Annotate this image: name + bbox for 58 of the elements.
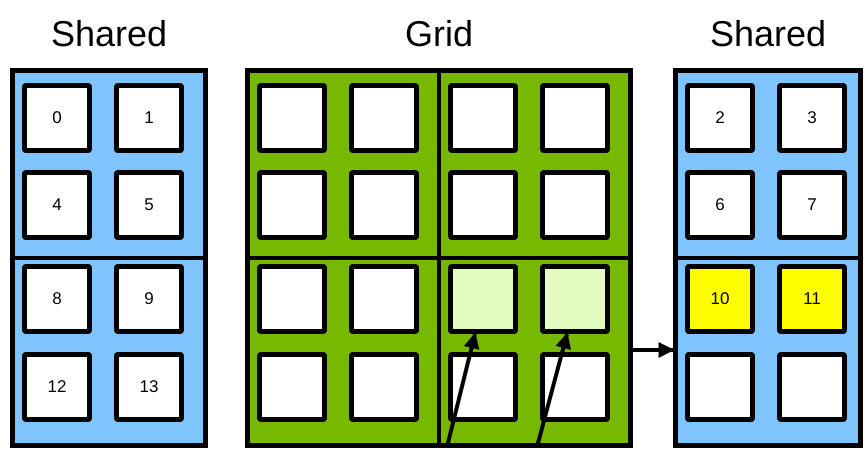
cell-number: 7 <box>807 195 817 215</box>
grid-quadrant <box>248 258 439 445</box>
thread-cell <box>448 170 518 240</box>
memory-cell <box>777 264 847 334</box>
panel-heading: Shared <box>50 13 168 55</box>
cell-number: 8 <box>52 289 62 309</box>
panel-section <box>676 258 860 445</box>
cell-number: 6 <box>715 195 725 215</box>
thread-cell <box>540 170 610 240</box>
memory-cell <box>114 83 184 153</box>
thread-cell <box>540 264 610 334</box>
cell-number: 12 <box>48 377 66 397</box>
grid-quadrant <box>439 71 630 258</box>
thread-cell <box>685 352 755 422</box>
thread-cell <box>257 83 327 153</box>
thread-cell <box>448 352 518 422</box>
cell-number: 10 <box>710 289 730 309</box>
thread-cell <box>257 352 327 422</box>
thread-cell <box>257 170 327 240</box>
grid-quadrant <box>439 258 630 445</box>
memory-cell <box>22 83 92 153</box>
cell-number: 0 <box>52 108 62 128</box>
thread-cell <box>349 83 419 153</box>
cell-number: 11 <box>803 289 821 309</box>
memory-cell <box>777 170 847 240</box>
cell-number: 9 <box>144 289 154 309</box>
panel-section <box>13 71 205 258</box>
cell-number: 13 <box>140 377 158 397</box>
memory-cell <box>685 83 755 153</box>
memory-cell <box>22 264 92 334</box>
thread-cell <box>349 352 419 422</box>
memory-cell <box>22 352 92 422</box>
thread-cell <box>349 264 419 334</box>
panel-heading: Grid <box>404 13 474 55</box>
thread-cell <box>349 170 419 240</box>
memory-cell <box>114 264 184 334</box>
thread-cell <box>448 83 518 153</box>
panel-section <box>13 258 205 445</box>
cell-number: 1 <box>144 108 154 128</box>
memory-cell <box>114 352 184 422</box>
memory-cell <box>685 170 755 240</box>
cell-number: 2 <box>715 108 725 128</box>
memory-cell <box>22 170 92 240</box>
memory-cell <box>777 83 847 153</box>
cell-number: 3 <box>807 108 817 128</box>
arrow <box>633 342 675 358</box>
cell-number: 5 <box>144 195 154 215</box>
memory-cell <box>114 170 184 240</box>
thread-cell <box>448 264 518 334</box>
memory-cell <box>685 264 755 334</box>
thread-cell <box>540 83 610 153</box>
thread-cell <box>540 352 610 422</box>
panel-section <box>676 71 860 258</box>
thread-cell <box>257 264 327 334</box>
thread-cell <box>777 352 847 422</box>
cell-number: 4 <box>52 195 62 215</box>
panel-heading: Shared <box>708 13 828 55</box>
grid-quadrant <box>248 71 439 258</box>
